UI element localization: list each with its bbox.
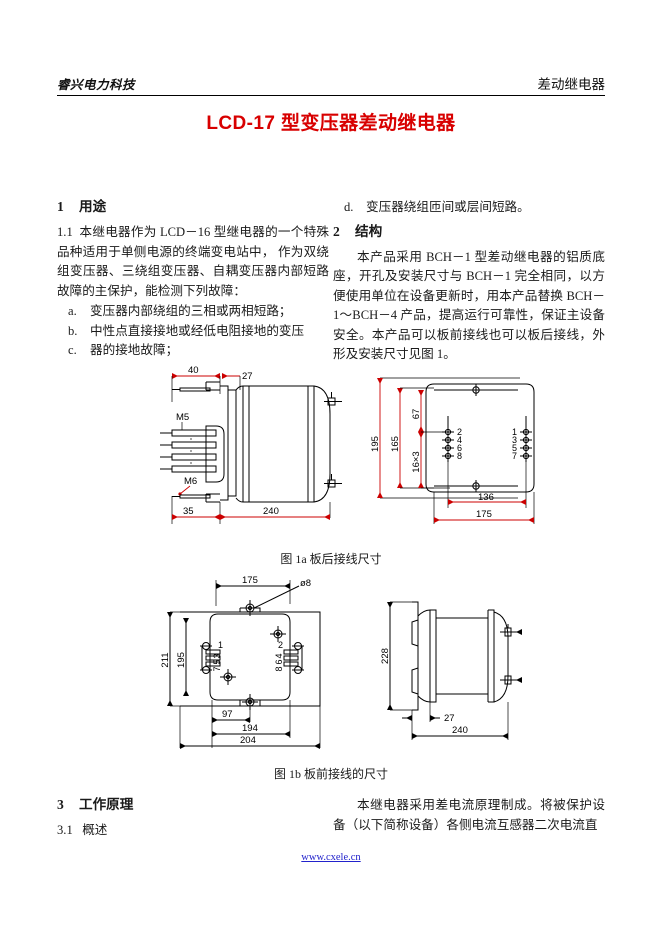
- svg-text:ø8: ø8: [300, 578, 311, 589]
- svg-text:7: 7: [512, 451, 517, 461]
- figure-1b-front-view: 175 ø8: [160, 572, 360, 757]
- svg-text:194: 194: [242, 723, 258, 734]
- footer-website-link[interactable]: www.cxele.cn: [0, 852, 662, 863]
- section-3-block: 3 工作原理 3.1 概述: [57, 796, 329, 842]
- svg-text:M5: M5: [176, 412, 189, 423]
- list-text: 变压器内部绕组的三相或两相短路；: [90, 304, 292, 318]
- section-3-body-column: 本继电器采用差电流原理制成。将被保护设备（以下简称设备）各侧电流互感器二次电流直: [333, 796, 605, 836]
- svg-text:35: 35: [183, 506, 194, 517]
- section-3-heading: 3 工作原理: [57, 796, 329, 814]
- fault-list-left: a. 变压器内部绕组的三相或两相短路； b. 中性点直接接地或经低电阻接地的变压 c…: [57, 302, 329, 361]
- svg-text:195: 195: [370, 436, 381, 452]
- section-2-number: 2: [333, 223, 340, 239]
- svg-text:27: 27: [242, 371, 253, 382]
- figure-1a-caption: 图 1a 板后接线尺寸: [280, 552, 382, 566]
- paragraph-number-1-1: 1.1: [57, 225, 73, 239]
- svg-text:228: 228: [380, 648, 391, 664]
- list-marker: a.: [68, 304, 77, 318]
- list-text: 变压器绕组匝间或层间短路。: [366, 200, 530, 214]
- svg-text:165: 165: [390, 436, 401, 452]
- header-product-category: 差动继电器: [537, 77, 606, 92]
- section-1-heading: 1 用途: [57, 198, 329, 216]
- svg-text:2: 2: [278, 640, 283, 650]
- svg-text:6: 6: [274, 659, 284, 664]
- svg-text:5: 5: [512, 443, 517, 453]
- paragraph-text-1-1: 本继电器作为 LCD－16 型继电器的一个特殊品种适用于单侧电源的终端变电站中，…: [57, 225, 330, 298]
- company-logo-text: 睿兴电力科技: [57, 78, 136, 92]
- list-item: a. 变压器内部绕组的三相或两相短路；: [68, 302, 329, 322]
- section-1-title: 用途: [79, 199, 107, 214]
- paragraph-number-3-1: 3.1: [57, 823, 73, 837]
- svg-text:67: 67: [411, 409, 422, 420]
- list-item: d. 变压器绕组匝间或层间短路。: [344, 198, 605, 218]
- fault-list-right: d. 变压器绕组匝间或层间短路。: [333, 198, 605, 218]
- column-right: d. 变压器绕组匝间或层间短路。 2 结构 本产品采用 BCH－1 型差动继电器的铝…: [333, 198, 605, 366]
- svg-text:3: 3: [512, 435, 517, 445]
- list-item: b. 中性点直接接地或经低电阻接地的变压: [68, 322, 329, 342]
- svg-text:175: 175: [242, 575, 258, 586]
- section-3-number: 3: [57, 797, 64, 812]
- svg-text:240: 240: [452, 725, 468, 736]
- svg-text:27: 27: [444, 713, 455, 724]
- list-marker: b.: [68, 323, 78, 338]
- section-1-paragraph: 1.1 本继电器作为 LCD－16 型继电器的一个特殊品种适用于单侧电源的终端变…: [57, 223, 329, 301]
- svg-text:3: 3: [212, 653, 222, 658]
- svg-text:4: 4: [457, 435, 462, 445]
- svg-text:175: 175: [476, 509, 492, 520]
- svg-text:211: 211: [160, 652, 171, 667]
- figure-1b-caption: 图 1b 板前接线的尺寸: [273, 767, 388, 781]
- list-text: 器的接地故障；: [90, 343, 179, 357]
- svg-text:16×3: 16×3: [411, 451, 422, 472]
- section-3-paragraph: 本继电器采用差电流原理制成。将被保护设备（以下简称设备）各侧电流互感器二次电流直: [333, 798, 605, 832]
- section-3-title: 工作原理: [79, 797, 134, 812]
- column-left: 1 用途 1.1 本继电器作为 LCD－16 型继电器的一个特殊品种适用于单侧电源…: [57, 198, 329, 361]
- figure-1a-side-view: 40 27: [150, 362, 355, 532]
- page-header: 睿兴电力科技 差动继电器: [57, 70, 605, 96]
- svg-text:6: 6: [457, 443, 462, 453]
- figure-1b-side-view: 228: [372, 588, 567, 753]
- svg-text:4: 4: [274, 653, 284, 658]
- section-2-paragraph: 本产品采用 BCH－1 型差动继电器的铝质底座，开孔及安装尺寸与 BCH－1 完…: [333, 249, 605, 362]
- svg-text:195: 195: [176, 652, 187, 668]
- page-title: LCD-17 型变压器差动继电器: [206, 113, 456, 134]
- list-item: c. 器的接地故障；: [68, 341, 329, 361]
- svg-text:M6: M6: [184, 476, 197, 487]
- list-marker: d.: [344, 200, 354, 214]
- section-3-1-heading: 3.1 概述: [57, 821, 329, 841]
- footer-link-text[interactable]: www.cxele.cn: [301, 852, 361, 863]
- svg-text:40: 40: [188, 365, 199, 376]
- list-marker: c.: [68, 343, 77, 357]
- svg-text:8: 8: [457, 451, 462, 461]
- svg-text:8: 8: [274, 666, 284, 671]
- section-2-title: 结构: [355, 223, 383, 239]
- list-text: 中性点直接接地或经低电阻接地的变压: [90, 323, 305, 338]
- svg-text:204: 204: [240, 735, 256, 746]
- svg-text:136: 136: [478, 492, 494, 503]
- figure-1a-rear-view: 195 165 67 16×3: [368, 362, 598, 534]
- paragraph-title-3-1: 概述: [82, 823, 108, 837]
- svg-text:7: 7: [212, 666, 222, 671]
- svg-text:5: 5: [212, 659, 222, 664]
- svg-text:240: 240: [263, 506, 279, 517]
- svg-text:1: 1: [512, 427, 517, 437]
- section-1-number: 1: [57, 199, 64, 214]
- svg-text:97: 97: [222, 709, 233, 720]
- svg-text:1: 1: [218, 640, 223, 650]
- section-2-heading: 2 结构: [333, 223, 605, 241]
- svg-text:2: 2: [457, 427, 462, 437]
